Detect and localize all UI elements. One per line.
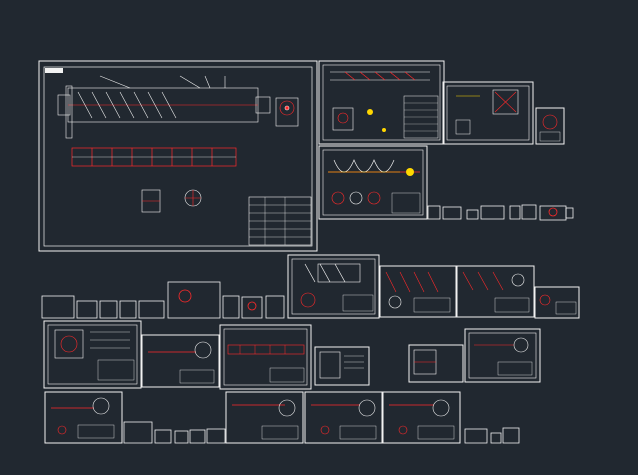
outlet-sheet[interactable] <box>464 328 541 383</box>
flight-development-strip <box>71 147 237 167</box>
flange-sheet[interactable] <box>141 334 220 388</box>
part-thumbnails-row-1[interactable] <box>427 204 574 221</box>
trough-sheet-a[interactable] <box>379 265 457 318</box>
part-thumbnails-row-3[interactable] <box>123 421 520 444</box>
part-thumbnails-row-2[interactable] <box>41 281 285 319</box>
shaft-sheet[interactable] <box>219 324 312 390</box>
side-view-detail <box>275 97 299 127</box>
bottom-sheet-3[interactable] <box>304 391 383 444</box>
small-part-sheet[interactable] <box>535 107 565 145</box>
screw-detail-sheet[interactable] <box>318 145 428 220</box>
sheet-label-tab <box>45 68 63 73</box>
main-title-block <box>248 196 312 246</box>
frame-sheet[interactable] <box>43 320 142 389</box>
main-assembly-sheet[interactable] <box>38 60 318 252</box>
bottom-sheet-4[interactable] <box>382 391 461 444</box>
bearing-sheet[interactable] <box>534 286 580 319</box>
hopper-sheet[interactable] <box>442 81 534 145</box>
screw-conveyor-sheet-2[interactable] <box>318 60 445 145</box>
inlet-sheet[interactable] <box>408 344 464 383</box>
cover-sheet[interactable] <box>314 346 370 386</box>
screw-conveyor-assembly <box>57 75 271 139</box>
section-details <box>141 189 202 213</box>
trough-sheet-b[interactable] <box>456 265 535 318</box>
bottom-sheet-2[interactable] <box>225 391 304 444</box>
conveyor-elevation-sheet[interactable] <box>287 254 380 319</box>
bottom-sheet-1[interactable] <box>44 391 123 444</box>
